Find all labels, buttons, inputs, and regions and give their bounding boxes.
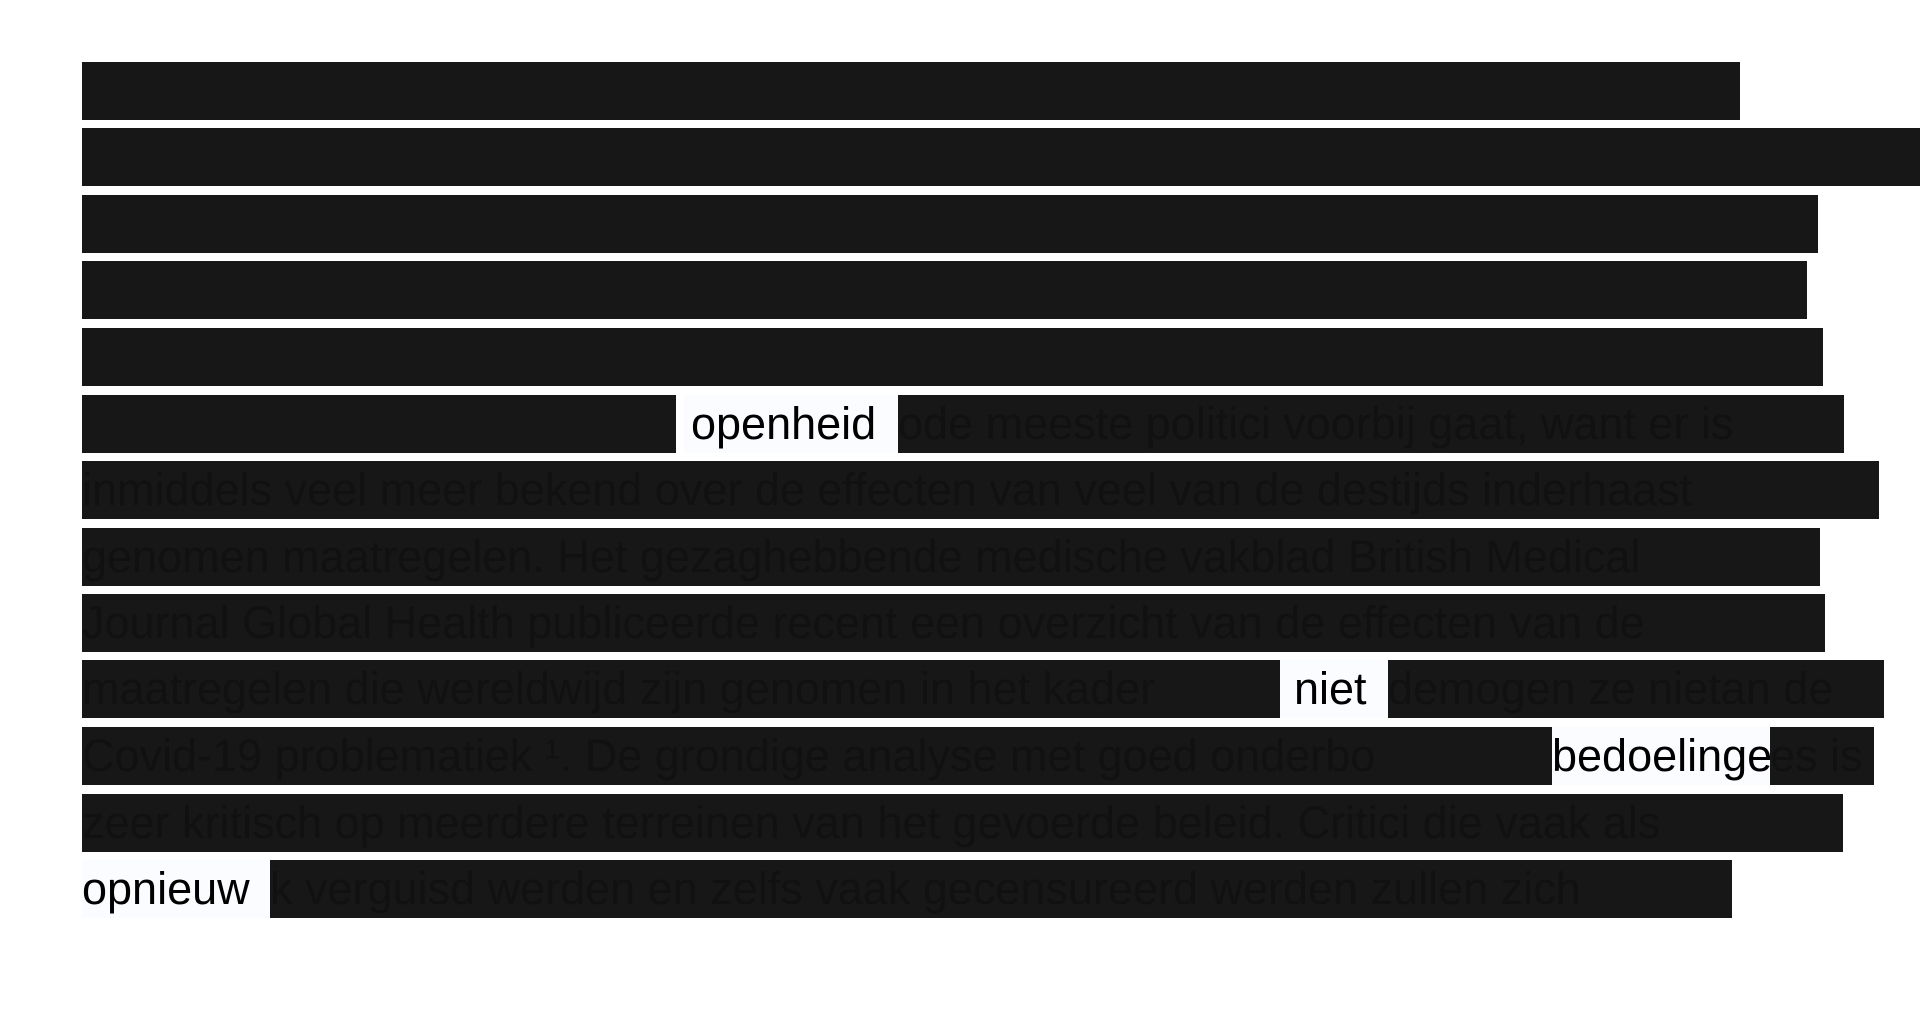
redacted-text: es is [1770, 730, 1863, 781]
redaction-bar [82, 62, 1740, 120]
redaction-bar [1770, 727, 1874, 785]
redaction-bar [82, 727, 1552, 785]
redacted-text: Journal Global Health publiceerde recent… [82, 597, 1645, 648]
redaction-bar [82, 261, 1807, 319]
redacted-text: ode meeste politici voorbij gaat, want e… [898, 398, 1734, 449]
redacted-text: Covid-19 problematiek ¹. De grondige ana… [82, 730, 1376, 781]
redaction-bar [1388, 660, 1884, 718]
redacted-text: k verguisd werden en zelfs vaak gecensur… [270, 863, 1581, 914]
redaction-bar [82, 128, 1920, 186]
redaction-bar [82, 328, 1823, 386]
redacted-text: inmiddels veel meer bekend over de effec… [82, 464, 1693, 515]
redacted-text: maatregelen die wereldwijd zijn genomen … [82, 663, 1156, 714]
visible-word: openheid [684, 395, 898, 453]
redaction-bar [82, 461, 1879, 519]
redacted-text: zeer kritisch op meerdere terreinen van … [82, 797, 1661, 848]
redaction-bar [82, 594, 1825, 652]
redaction-bar [82, 528, 1820, 586]
redaction-bar [82, 395, 676, 453]
visible-word: niet [1280, 660, 1388, 718]
redaction-bar [82, 195, 1818, 253]
redaction-bar [82, 794, 1843, 852]
redaction-bar [82, 660, 1280, 718]
redaction-bar [270, 860, 1732, 918]
redaction-bar [898, 395, 1844, 453]
visible-word: opnieuw [82, 860, 270, 918]
visible-word: bedoelingen [1552, 727, 1797, 785]
redacted-text: genomen maatregelen. Het gezaghebbende m… [82, 531, 1641, 582]
redacted-text: demogen ze nietan de [1388, 663, 1834, 714]
